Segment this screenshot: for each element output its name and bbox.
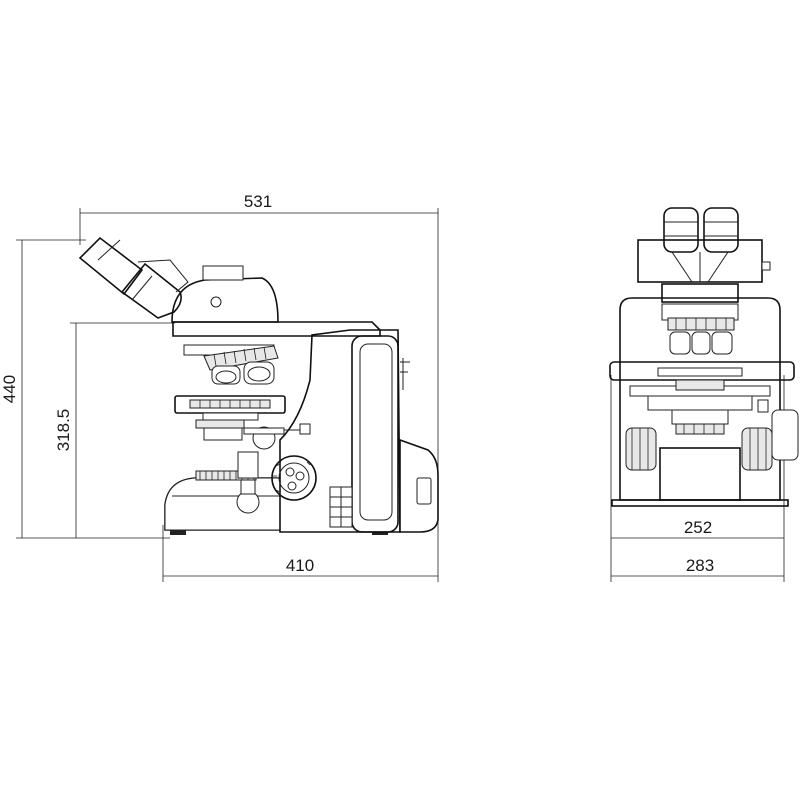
dimension-labels: 531 440 318.5 410 252 283 (0, 192, 714, 575)
label-front-inner-width: 252 (684, 518, 712, 537)
front-view-microscope (609, 207, 799, 507)
side-view-microscope (78, 236, 439, 535)
label-front-outer-width: 283 (686, 556, 714, 575)
label-side-height: 440 (0, 375, 19, 403)
label-stage-height: 318.5 (54, 409, 73, 452)
label-base-width: 410 (286, 556, 314, 575)
dimension-lines (16, 208, 785, 582)
label-side-width: 531 (244, 192, 272, 211)
